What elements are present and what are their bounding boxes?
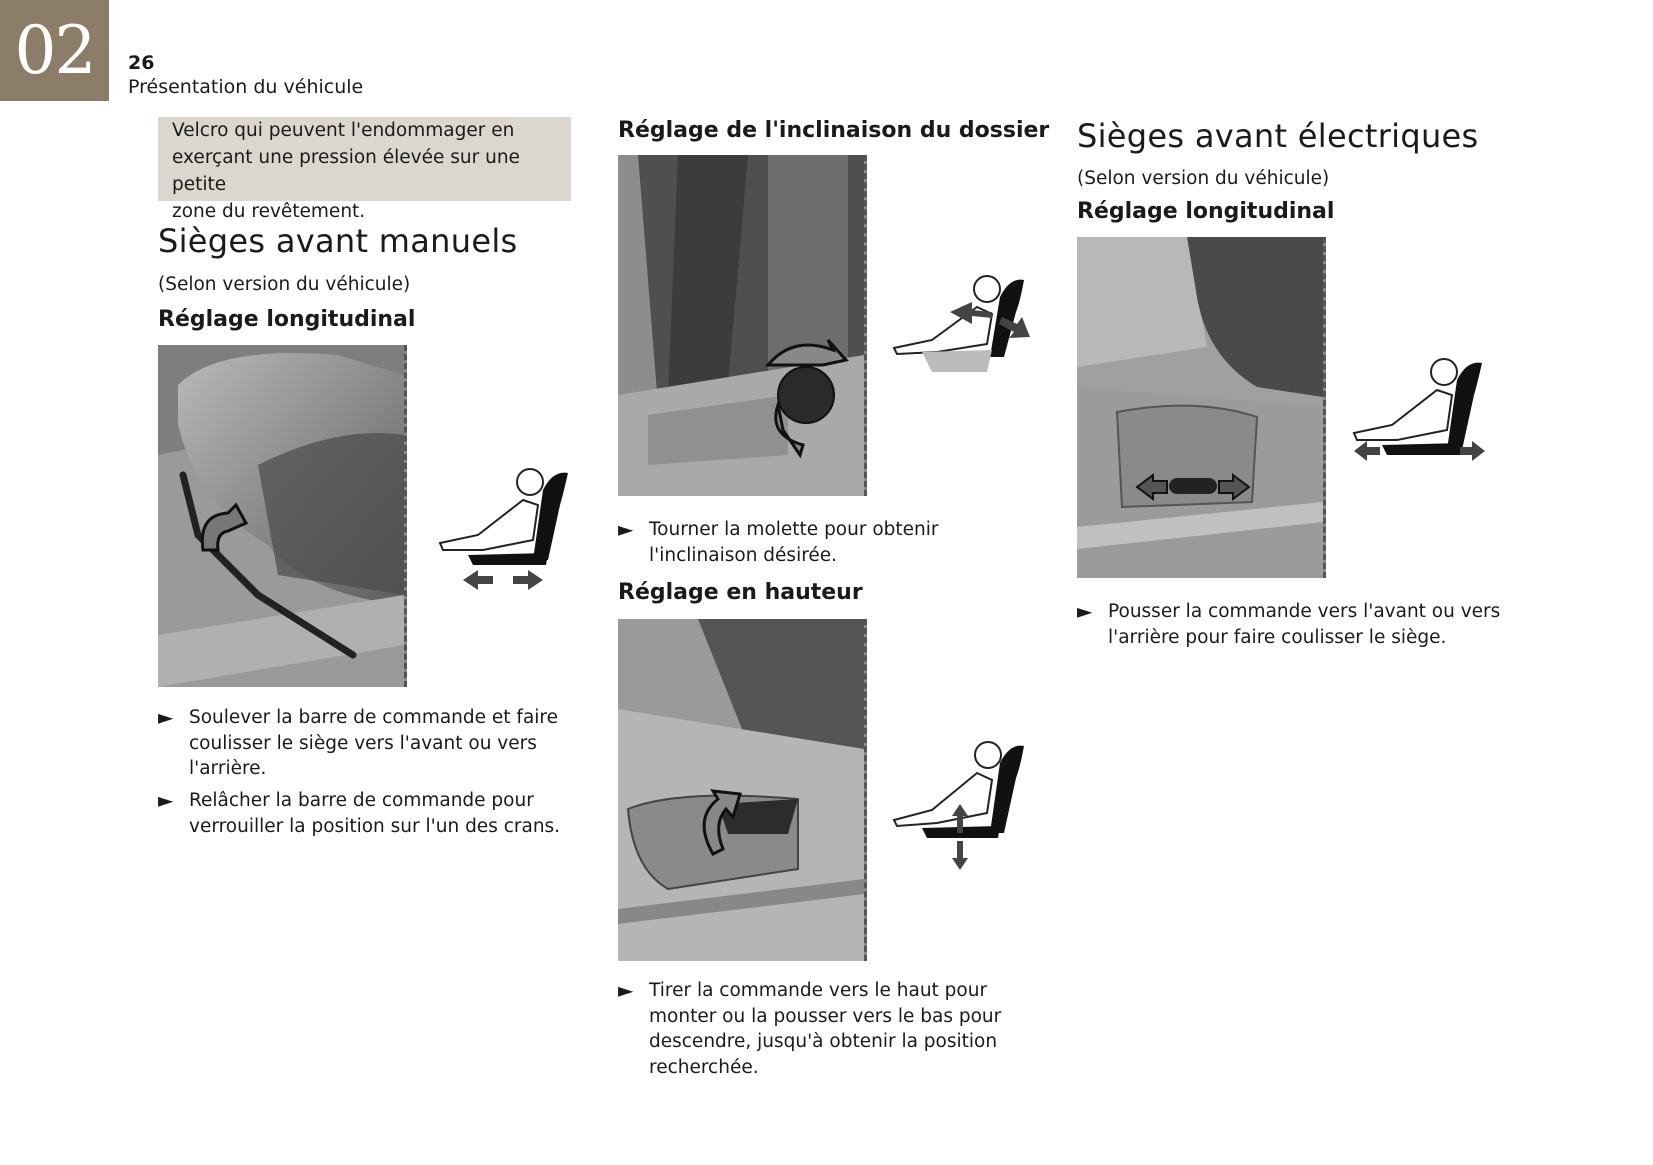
bullet-arrow-icon: ► bbox=[618, 517, 634, 541]
step-line: l'arrière pour faire coulisser le siège. bbox=[1108, 626, 1447, 648]
step-line: coulisser le siège vers l'avant ou vers bbox=[189, 732, 537, 754]
seat-recline-icon bbox=[892, 275, 1030, 372]
manual-seats-version-note: (Selon version du véhicule) bbox=[158, 274, 411, 295]
step-line: recherchée. bbox=[649, 1056, 759, 1078]
bullet-arrow-icon: ► bbox=[1077, 599, 1093, 623]
height-heading: Réglage en hauteur bbox=[618, 580, 863, 605]
step-line: Tourner la molette pour obtenir bbox=[649, 519, 939, 540]
step-manual-lift-bar: ► Soulever la barre de commande et faire… bbox=[158, 705, 558, 782]
electric-seat-photo bbox=[1077, 237, 1326, 578]
note-line: Velcro qui peuvent l'endommager en bbox=[172, 120, 515, 141]
note-box: Velcro qui peuvent l'endommager en exerç… bbox=[158, 117, 571, 222]
seat-longitudinal-icon bbox=[1352, 358, 1485, 461]
section-title: Présentation du véhicule bbox=[128, 76, 364, 98]
step-electric-push: ► Pousser la commande vers l'avant ou ve… bbox=[1077, 599, 1500, 650]
step-height-pull: ► Tirer la commande vers le haut pour mo… bbox=[618, 978, 1001, 1080]
seat-height-icon bbox=[892, 741, 1024, 870]
height-photo bbox=[618, 619, 867, 961]
bullet-arrow-icon: ► bbox=[618, 978, 634, 1002]
bullet-arrow-icon: ► bbox=[158, 705, 174, 729]
step-line: monter ou la pousser vers le bas pour bbox=[649, 1005, 1002, 1027]
bullet-arrow-icon: ► bbox=[158, 788, 174, 812]
step-line: Soulever la barre de commande et faire bbox=[189, 707, 558, 728]
step-line: Pousser la commande vers l'avant ou vers bbox=[1108, 601, 1501, 622]
note-line: zone du revêtement. bbox=[172, 201, 366, 222]
manual-seat-photo bbox=[158, 345, 407, 687]
step-line: Relâcher la barre de commande pour bbox=[189, 790, 534, 811]
seat-longitudinal-icon bbox=[438, 468, 568, 590]
electric-longitudinal-heading: Réglage longitudinal bbox=[1077, 199, 1335, 224]
chapter-number-tab: 02 bbox=[0, 0, 109, 101]
note-line: exerçant une pression élevée sur une pet… bbox=[172, 147, 520, 195]
electric-seats-version-note: (Selon version du véhicule) bbox=[1077, 168, 1330, 189]
manual-seats-title: Sièges avant manuels bbox=[158, 222, 518, 260]
step-line: descendre, jusqu'à obtenir la position bbox=[649, 1031, 998, 1052]
step-line: l'arrière. bbox=[189, 758, 267, 779]
backrest-heading: Réglage de l'inclinaison du dossier bbox=[618, 118, 1050, 143]
step-backrest-turn-knob: ► Tourner la molette pour obtenir l'incl… bbox=[618, 517, 939, 568]
step-line: Tirer la commande vers le haut pour bbox=[649, 980, 988, 1001]
step-line: l'inclinaison désirée. bbox=[649, 544, 838, 566]
backrest-photo bbox=[618, 155, 867, 496]
step-manual-release-bar: ► Relâcher la barre de commande pour ver… bbox=[158, 788, 560, 839]
manual-longitudinal-heading: Réglage longitudinal bbox=[158, 307, 416, 332]
electric-seats-title: Sièges avant électriques bbox=[1077, 117, 1479, 155]
step-line: verrouiller la position sur l'un des cra… bbox=[189, 815, 561, 837]
page-number: 26 bbox=[128, 52, 155, 74]
